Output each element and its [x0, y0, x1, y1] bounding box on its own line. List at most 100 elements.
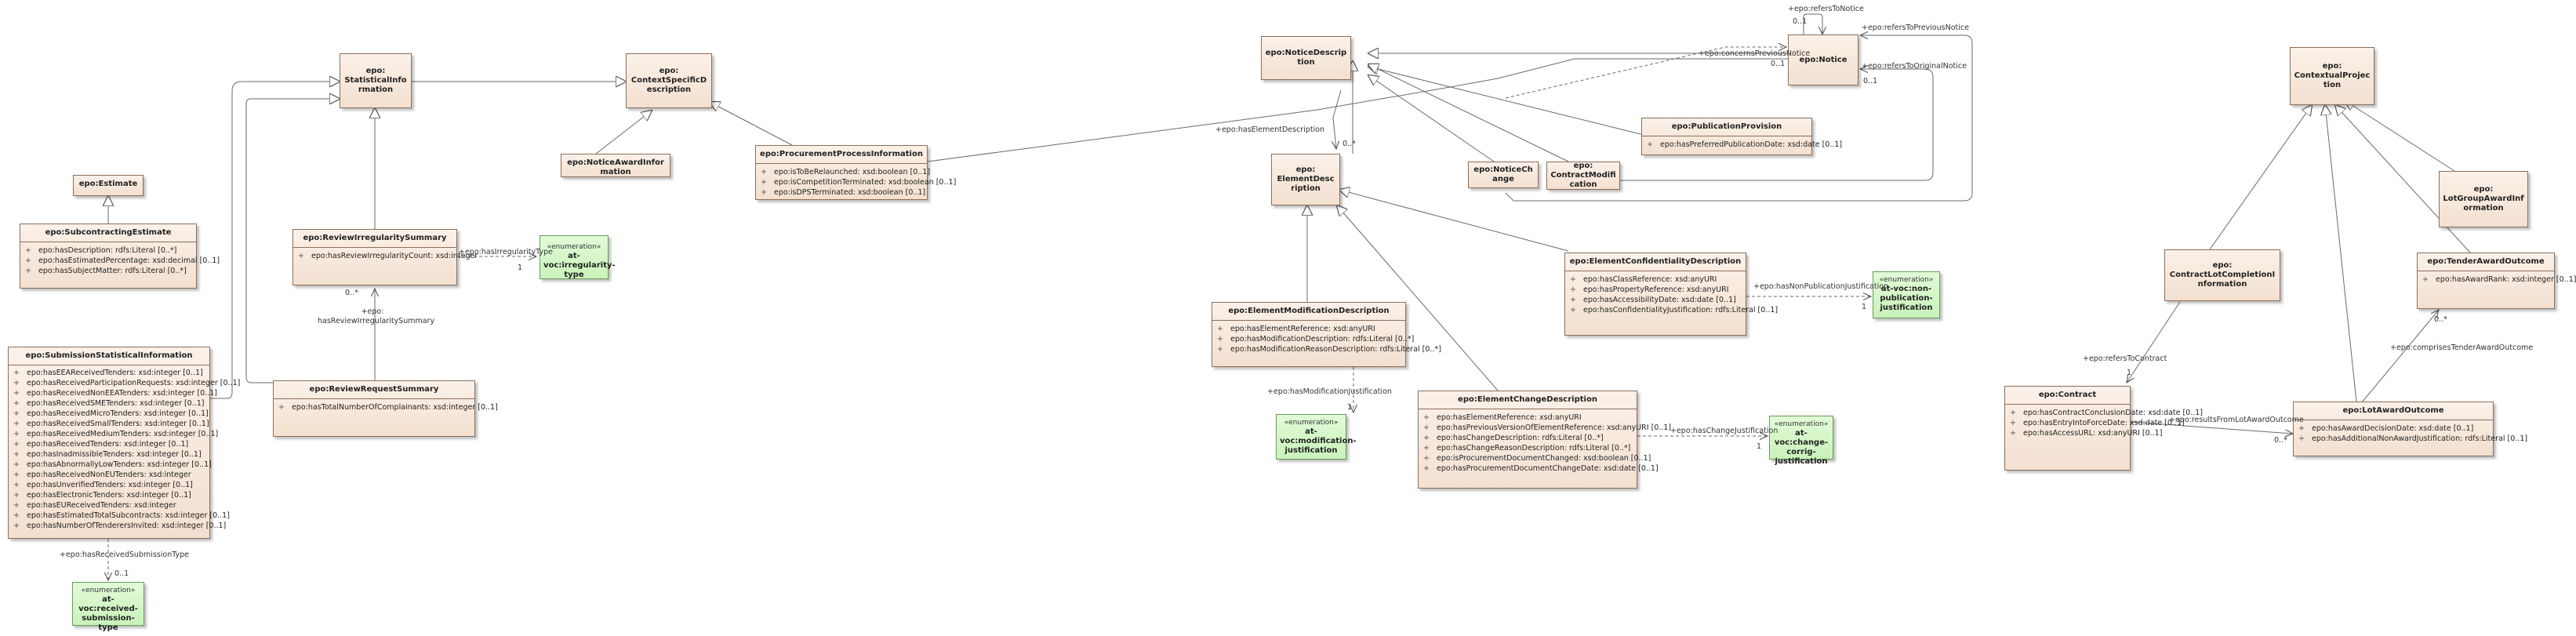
- class-title: epo:LotAwardOutcome: [2342, 406, 2444, 415]
- enum-stereotype: «enumeration»: [1879, 276, 1934, 284]
- enum-stereotype: «enumeration»: [1284, 419, 1339, 427]
- attribute: epo:hasAccessibilityDate: xsd:date [0..1…: [1570, 295, 1741, 305]
- multiplicity: 0..1: [1771, 60, 1786, 68]
- class-estimate[interactable]: epo:Estimate: [73, 175, 144, 196]
- attribute: epo:hasEstimatedTotalSubcontracts: xsd:i…: [13, 511, 230, 521]
- class-title: epo:TenderAwardOutcome: [2427, 257, 2545, 266]
- class-title: epo:Estimate: [78, 180, 138, 188]
- label-refers-to-previous-notice: +epo:refersToPreviousNotice: [1862, 24, 1969, 32]
- class-subcontracting-estimate[interactable]: epo:SubcontractingEstimate epo:hasDescri…: [20, 224, 220, 289]
- attribute: epo:hasPreviousVersionOfElementReference…: [1423, 423, 1671, 433]
- attribute: epo:hasEstimatedPercentage: xsd:decimal …: [25, 256, 220, 266]
- class-contract[interactable]: epo:Contract epo:hasContractConclusionDa…: [2004, 386, 2203, 471]
- multiplicity: 1: [1347, 403, 1353, 412]
- gen-reviewrequest-statinfo: [245, 99, 340, 383]
- attribute: epo:hasElectronicTenders: xsd:integer [0…: [13, 490, 205, 500]
- enum-stereotype: «enumeration»: [1774, 420, 1829, 428]
- class-element-change-description[interactable]: epo:ElementChangeDescription epo:hasElem…: [1418, 391, 1671, 489]
- class-lot-award-outcome[interactable]: epo:LotAwardOutcome epo:hasAwardDecision…: [2293, 402, 2527, 456]
- attribute: epo:hasEUReceivedTenders: xsd:integer: [13, 500, 205, 511]
- class-title: epo: ContextualProjection: [2294, 62, 2371, 89]
- class-contract-modification[interactable]: epo: ContractModification: [1546, 162, 1620, 190]
- class-context-specific-description[interactable]: epo: ContextSpecificDescription: [626, 53, 712, 108]
- gen-noticeaward-contextspecific: [595, 111, 652, 154]
- attribute-list: epo:hasContractConclusionDate: xsd:date …: [2005, 404, 2203, 442]
- multiplicity: 0..*: [2274, 436, 2287, 445]
- label-concerns-previous-notice: +epo:concernsPreviousNotice: [1699, 49, 1811, 58]
- class-element-modification-description[interactable]: epo:ElementModificationDescription epo:h…: [1212, 302, 1441, 367]
- class-title: epo: StatisticalInformation: [344, 67, 407, 94]
- attribute: epo:hasReceivedMediumTenders: xsd:intege…: [13, 429, 218, 439]
- enum-modification-justification[interactable]: «enumeration» at-voc:modification-justif…: [1276, 414, 1357, 460]
- class-submission-statistical-information[interactable]: epo:SubmissionStatisticalInformation epo…: [8, 347, 240, 539]
- attribute: epo:hasPreferredPublicationDate: xsd:dat…: [1647, 140, 1842, 150]
- attribute-list: epo:hasAwardDecisionDate: xsd:date [0..1…: [2294, 420, 2527, 447]
- class-title: epo:ProcurementProcessInformation: [760, 150, 923, 158]
- label-results-from-lot-award-outcome: +epo:resultsFromLotAwardOutcome: [2169, 416, 2304, 424]
- attribute: epo:hasReceivedParticipationRequests: xs…: [13, 378, 240, 388]
- class-review-irregularity-summary[interactable]: epo:ReviewIrregularitySummary epo:hasRev…: [292, 229, 478, 285]
- class-publication-provision[interactable]: epo:PublicationProvision epo:hasPreferre…: [1641, 118, 1842, 155]
- attribute: epo:hasAdditionalNonAwardJustification: …: [2298, 434, 2527, 444]
- class-element-description[interactable]: epo: ElementDescription: [1271, 154, 1340, 205]
- enum-name: at-voc:received-submission-type: [78, 595, 138, 632]
- attribute: epo:hasAbnormallyLowTenders: xsd:integer…: [13, 460, 212, 470]
- class-title: epo:Contract: [2038, 391, 2097, 399]
- attribute: epo:hasReceivedSMETenders: xsd:integer […: [13, 398, 205, 409]
- class-title: epo:ReviewRequestSummary: [309, 385, 439, 394]
- attribute: epo:hasSubjectMatter: rdfs:Literal [0..*…: [25, 266, 191, 276]
- class-title: epo:SubmissionStatisticalInformation: [25, 351, 193, 360]
- class-title: epo: ElementDescription: [1277, 165, 1335, 193]
- attribute: epo:hasAccessURL: xsd:anyURI [0..1]: [2010, 428, 2162, 438]
- attribute: epo:hasAwardDecisionDate: xsd:date [0..1…: [2298, 423, 2488, 434]
- multiplicity: 0..*: [1342, 140, 1356, 148]
- enum-irregularity-type[interactable]: «enumeration» at-voc:irregularity-type: [540, 235, 616, 279]
- class-title: epo:SubcontractingEstimate: [45, 228, 172, 237]
- class-notice-change[interactable]: epo:NoticeChange: [1468, 162, 1539, 188]
- class-notice[interactable]: epo:Notice: [1788, 35, 1858, 85]
- class-title: epo: LotGroupAwardInformation: [2443, 185, 2524, 213]
- class-notice-award-information[interactable]: epo:NoticeAwardInformation: [561, 154, 670, 177]
- label-has-irregularity-type: +epo:hasIrregularityType: [459, 248, 553, 256]
- enum-non-publication-justification[interactable]: «enumeration» at-voc:non-publication-jus…: [1873, 271, 1940, 318]
- assoc-noticedesc-elementdesc: [1333, 89, 1342, 149]
- class-review-request-summary[interactable]: epo:ReviewRequestSummary epo:hasTotalNum…: [273, 380, 498, 437]
- gen-tenderaward-contextual: [2335, 105, 2471, 253]
- attribute: epo:hasConfidentialityJustification: rdf…: [1570, 305, 1778, 315]
- gen-confidentiality-elementdesc: [1339, 190, 1569, 252]
- class-tender-award-outcome[interactable]: epo:TenderAwardOutcome epo:hasAwardRank:…: [2417, 253, 2576, 309]
- attribute: epo:hasChangeDescription: rdfs:Literal […: [1423, 433, 1632, 443]
- multiplicity: 1: [1757, 442, 1762, 451]
- class-lot-group-award-information[interactable]: epo: LotGroupAwardInformation: [2439, 171, 2528, 227]
- attribute-list: epo:isToBeRelaunched: xsd:boolean [0..1]…: [756, 163, 956, 201]
- attribute: epo:hasNumberOfTenderersInvited: xsd:int…: [13, 521, 226, 531]
- class-title: epo:ElementModificationDescription: [1228, 307, 1390, 315]
- class-title: epo:ElementChangeDescription: [1458, 395, 1597, 404]
- class-procurement-process-information[interactable]: epo:ProcurementProcessInformation epo:is…: [755, 145, 956, 201]
- attribute-list: epo:hasPreferredPublicationDate: xsd:dat…: [1642, 136, 1842, 153]
- attribute: epo:isProcurementDocumentChanged: xsd:bo…: [1423, 453, 1651, 463]
- assoc-contractlot-contract: [2127, 301, 2181, 383]
- assoc-notice-self: [1803, 13, 1822, 35]
- multiplicity: 1: [518, 263, 523, 272]
- attribute: epo:hasReviewIrregularityCount: xsd:inte…: [298, 251, 478, 261]
- attribute-list: epo:hasEEAReceivedTenders: xsd:integer […: [9, 365, 240, 534]
- class-contract-lot-completion-information[interactable]: epo: ContractLotCompletionInformation: [2164, 249, 2280, 301]
- class-element-confidentiality-description[interactable]: epo:ElementConfidentialityDescription ep…: [1564, 253, 1778, 336]
- attribute-list: epo:hasElementReference: xsd:anyURI epo:…: [1212, 320, 1441, 358]
- multiplicity: 0..*: [345, 289, 358, 297]
- attribute: epo:hasAwardRank: xsd:integer [0..1]: [2422, 274, 2576, 285]
- class-notice-description[interactable]: epo:NoticeDescription: [1261, 36, 1351, 80]
- multiplicity: 0..1: [114, 569, 129, 578]
- enum-name: at-voc:change-corrig-justification: [1774, 429, 1829, 466]
- label-has-non-publication-justification: +epo:hasNonPublicationJustification: [1753, 282, 1889, 291]
- enum-change-corrig-justification[interactable]: «enumeration» at-voc:change-corrig-justi…: [1769, 416, 1833, 466]
- class-statistical-information[interactable]: epo: StatisticalInformation: [340, 53, 412, 108]
- class-title: epo:PublicationProvision: [1671, 122, 1782, 131]
- attribute-list: epo:hasDescription: rdfs:Literal [0..*] …: [20, 242, 220, 279]
- enum-received-submission-type[interactable]: «enumeration» at-voc:received-submission…: [72, 582, 144, 632]
- class-title: epo: ContractModification: [1550, 162, 1616, 189]
- class-contextual-projection[interactable]: epo: ContextualProjection: [2290, 47, 2374, 105]
